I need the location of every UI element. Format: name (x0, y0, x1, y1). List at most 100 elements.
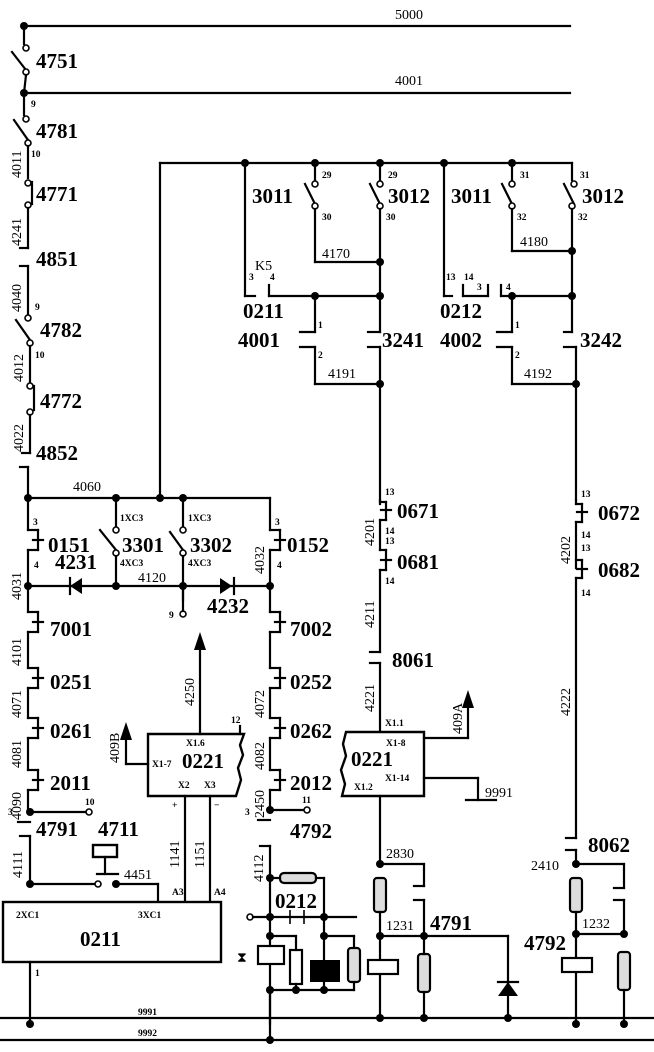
switch-3302-blade (168, 530, 185, 552)
bus-label: 9992 (138, 1029, 157, 1039)
pin-label: 3 (477, 283, 482, 293)
module-0211-box (1, 900, 223, 964)
pin-label: 9 (35, 303, 40, 313)
wire-label-1151: 1151 (193, 841, 208, 868)
contact-label-0672: 0672 (598, 501, 640, 525)
wire-label-4192: 4192 (524, 367, 552, 382)
mid-section: 4060 3 4 0151 1XC3 4XC3 3301 1XC3 4XC3 3… (10, 480, 329, 621)
wire-label-4011: 4011 (10, 151, 25, 178)
switch-label-3302: 3302 (190, 533, 232, 557)
component-label-4851: 4851 (36, 247, 78, 271)
contact-label-2011: 2011 (50, 771, 91, 795)
wire-label-4221: 4221 (363, 684, 378, 712)
wire-label-4202: 4202 (559, 536, 574, 564)
relay-coil-icon (560, 956, 594, 974)
contact-label-0252: 0252 (290, 670, 332, 694)
module-label-0211: 0211 (80, 927, 121, 951)
wire-label-4191: 4191 (328, 367, 356, 382)
diode-icon (498, 982, 518, 996)
contact-label-7001: 7001 (50, 617, 92, 641)
wire-label-4120: 4120 (138, 571, 166, 586)
bus-4001: 4001 (20, 74, 572, 97)
arrow-label-409A: 409A (451, 702, 466, 734)
pin-label: 9 (31, 100, 36, 110)
pin-label: 4 (34, 561, 39, 571)
pin-label: 13 (581, 544, 591, 554)
contact-label-0682: 0682 (598, 558, 640, 582)
wire-label-4090: 4090 (10, 792, 25, 820)
pin-label: 14 (581, 589, 591, 599)
pin-label: X1-14 (385, 774, 410, 784)
resistor-icon (372, 876, 388, 914)
switch-label-3011-b: 3011 (451, 184, 492, 208)
pin-label: 2 (515, 351, 520, 361)
wire-label-4031: 4031 (10, 572, 25, 600)
switch-4751-blade (10, 50, 28, 72)
wire-label-4082: 4082 (253, 742, 268, 770)
pin-label: 4XC3 (188, 559, 211, 569)
relay-coil-icon (366, 958, 400, 976)
pin-label: X1.6 (186, 739, 205, 749)
pin-label: 31 (580, 171, 590, 181)
contact-label-0152: 0152 (287, 533, 329, 557)
wire-label-4180: 4180 (520, 235, 548, 250)
pin-label: 2 (318, 351, 323, 361)
pin-label: 1 (515, 321, 520, 331)
wire-label-4201: 4201 (363, 518, 378, 546)
wire-label-4060: 4060 (73, 480, 101, 495)
switch-label-4792: 4792 (290, 819, 332, 843)
resistor-icon (278, 871, 318, 885)
wire-label-4032: 4032 (253, 546, 268, 574)
pin-label: 9 (169, 611, 174, 621)
contact-label-0671: 0671 (397, 499, 439, 523)
relay-label-8061: 8061 (392, 648, 434, 672)
pin-label: X1.1 (385, 719, 404, 729)
wire-label-4250: 4250 (183, 678, 198, 706)
left-chain: 4751 9 4781 10 4011 4771 4241 4851 4040 … (10, 24, 82, 500)
relay-label-8062: 8062 (588, 833, 630, 857)
switch-3012-b-blade (562, 182, 576, 206)
pin-label: 1 (35, 969, 40, 979)
arrow-up-icon (462, 690, 474, 708)
bottom-mid-0212: 0212 ⧗ (237, 871, 362, 994)
pin-label: 3 (33, 518, 38, 528)
resistor-icon (346, 946, 362, 984)
contact-label-0681: 0681 (397, 550, 439, 574)
contact-label-3242: 3242 (580, 328, 622, 352)
switch-3301-blade (98, 528, 118, 552)
wire-label-4072: 4072 (253, 690, 268, 718)
bottom-left: 4711 4451 A3 A4 2XC1 3XC1 0211 1 (1, 817, 226, 1028)
diode-4232-icon (220, 578, 232, 594)
contact-label-3241: 3241 (382, 328, 424, 352)
wire-label-4451: 4451 (124, 868, 152, 883)
contact-label-0262: 0262 (290, 719, 332, 743)
switch-label-3012-b: 3012 (582, 184, 624, 208)
module-label-0212: 0212 (275, 889, 317, 913)
pushbutton-cap-icon (91, 843, 119, 859)
wire-label-1231: 1231 (386, 919, 414, 934)
center-right: 13 0671 14 13 4201 0681 14 4211 8061 422… (339, 488, 520, 1022)
pin-label: 10 (85, 798, 95, 808)
pin-label: 13 (446, 273, 456, 283)
top-relay-area: K5 3 4 29 30 3011 4170 29 30 3012 0211 4… (158, 159, 624, 502)
switch-label-4782: 4782 (40, 318, 82, 342)
arrow-up-icon (194, 632, 206, 650)
resistor-icon (568, 876, 584, 914)
wire-label-4081: 4081 (10, 740, 25, 768)
pin-label: − (214, 801, 219, 811)
wire-label-2450: 2450 (253, 790, 268, 818)
pin-label: 13 (385, 537, 395, 547)
pin-label: X3 (204, 781, 216, 791)
relay-label-4002: 4002 (440, 328, 482, 352)
diode-label-4231: 4231 (55, 550, 97, 574)
coil-label-4792: 4792 (524, 931, 566, 955)
wire-label-1232: 1232 (582, 917, 610, 932)
pin-label: 30 (386, 213, 396, 223)
pin-label: 10 (31, 150, 41, 160)
contact-label-0151: 0151 (48, 533, 90, 557)
k5-label: K5 (255, 259, 272, 274)
far-right: 13 0672 14 13 4202 0682 14 4222 8062 241… (524, 490, 640, 1028)
bus-label: 4001 (395, 74, 423, 89)
pin-label: + (172, 801, 177, 811)
